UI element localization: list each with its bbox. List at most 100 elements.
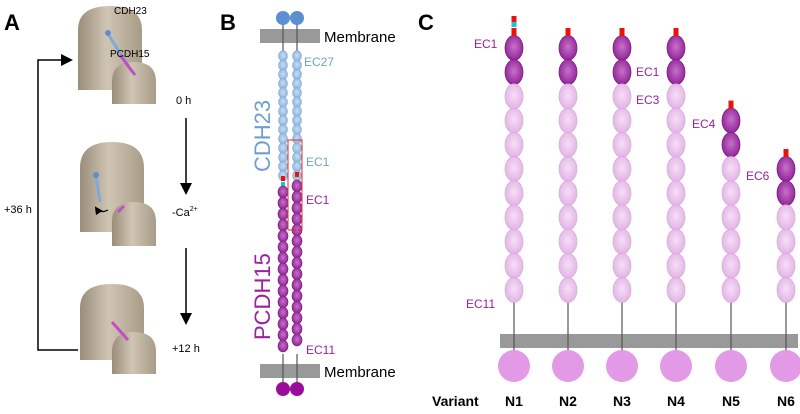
variant-domain-ec6	[558, 156, 578, 182]
pcdh15-domain	[277, 196, 289, 210]
variant-tip-red	[673, 28, 679, 36]
cdh23-domain	[278, 160, 288, 172]
variant-domain-ec5	[721, 131, 741, 158]
pcdh15-domain	[277, 185, 289, 199]
cdh23-domain	[278, 87, 288, 99]
pcdh15-strand-top	[118, 54, 137, 76]
cdh23-domain	[278, 50, 288, 62]
variant-domain-ec11	[558, 277, 578, 303]
pcdh15-domain	[277, 207, 289, 221]
cdh23-anchor-top	[105, 30, 111, 36]
cycle-arrow	[37, 54, 78, 351]
variant-domain-ec1	[558, 35, 578, 61]
label-ca: -Ca2+	[172, 206, 198, 219]
variant-label: N2	[559, 393, 577, 409]
label-ec11: EC11	[306, 343, 335, 357]
variant-domain-ec3	[504, 83, 524, 110]
variant-label: N3	[613, 393, 631, 409]
pcdh15-cyto-left	[276, 382, 290, 396]
variant-domain-ec2	[558, 59, 578, 86]
variant-domain-ec9	[666, 228, 686, 255]
variant-domain-ec11	[504, 277, 524, 303]
variant-heading: Variant	[432, 393, 479, 409]
pcdh15-domain	[291, 190, 303, 204]
pcdh15-domain	[291, 311, 303, 325]
variant-domain-ec5	[612, 131, 632, 158]
variant-domain-ec5	[558, 131, 578, 158]
variant-domain-ec9	[721, 228, 741, 255]
variant-domain-ec8	[558, 204, 578, 231]
variant-domain-ec6	[776, 156, 796, 182]
variant-label: N4	[667, 393, 685, 409]
variant-domain-ec2	[612, 59, 632, 86]
label-ec1-blue: EC1	[306, 155, 330, 169]
pcdh15-domain	[291, 322, 303, 336]
pcdh15-domain	[291, 278, 303, 292]
variant-cyto	[715, 350, 747, 382]
release-arrow	[94, 206, 109, 216]
pcdh15-strand-bottom	[110, 321, 130, 341]
cdh23-domain	[292, 105, 302, 117]
variant-cyto	[498, 350, 530, 382]
pcdh15-domain	[291, 245, 303, 259]
variant-domain-ec1	[504, 35, 524, 61]
pcdh15-domain	[277, 273, 289, 287]
variant-domain-ec4	[666, 107, 686, 134]
variant-domain-ec11	[721, 277, 741, 303]
variant-tip-red	[565, 28, 571, 36]
pcdh15-domain	[291, 289, 303, 303]
cdh23-domain	[278, 105, 288, 117]
cdh23-domain	[292, 87, 302, 99]
variant-cyto	[660, 350, 692, 382]
cell-lower-top	[112, 62, 156, 104]
membrane-top-label: Membrane	[324, 29, 396, 46]
variant-domain-ec8	[776, 204, 796, 231]
variant-domain-ec10	[721, 252, 741, 279]
pcdh15-domain	[277, 339, 289, 353]
variant-cyto	[770, 350, 800, 382]
variant-domain-ec3	[558, 83, 578, 110]
cdh23-domain	[292, 151, 302, 163]
label-ec27: EC27	[304, 55, 334, 69]
membrane-top	[260, 29, 320, 43]
variant-domain-ec6	[666, 156, 686, 182]
variant-domain-ec7	[504, 180, 524, 207]
cdh23-anchor-middle	[93, 172, 99, 178]
variant-domain-ec6	[721, 156, 741, 182]
pcdh15-domain	[291, 300, 303, 314]
label-n6-ec6: EC6	[746, 169, 770, 183]
variant-tip-red-outer	[511, 16, 517, 22]
cdh23-chain	[278, 50, 302, 182]
cell-pair-middle	[80, 142, 156, 246]
variant-domain-ec3	[612, 83, 632, 110]
cdh23-domain	[278, 151, 288, 163]
variant-domain-ec10	[666, 252, 686, 279]
pcdh15-domain	[277, 262, 289, 276]
membrane-c	[500, 334, 798, 348]
variant-tip-red	[619, 28, 625, 36]
variant-domain-ec9	[612, 228, 632, 255]
cdh23-cyto-left	[276, 11, 290, 25]
pcdh15-domain	[277, 295, 289, 309]
pcdh15-domain	[277, 218, 289, 232]
variant-domain-ec8	[721, 204, 741, 231]
cdh23-tip-left	[281, 182, 285, 186]
cell-lower-middle	[112, 202, 156, 246]
pcdh15-domain	[291, 234, 303, 248]
interaction-box	[287, 139, 303, 231]
cdh23-domain	[292, 160, 302, 172]
cdh23-domain	[292, 124, 302, 136]
variant-label: N1	[505, 393, 523, 409]
label-cdh23: CDH23	[114, 6, 147, 17]
variant-tip-red	[783, 149, 789, 157]
panel-c-letter: C	[418, 10, 434, 35]
label-n1-ec1: EC1	[474, 37, 498, 51]
pcdh15-domain	[277, 229, 289, 243]
variant-domain-ec4	[612, 107, 632, 134]
panel-a-letter: A	[4, 10, 20, 35]
cdh23-domain	[278, 59, 288, 71]
variant-domain-ec8	[666, 204, 686, 231]
variant-domain-ec10	[776, 252, 796, 279]
pcdh15-domain	[277, 317, 289, 331]
